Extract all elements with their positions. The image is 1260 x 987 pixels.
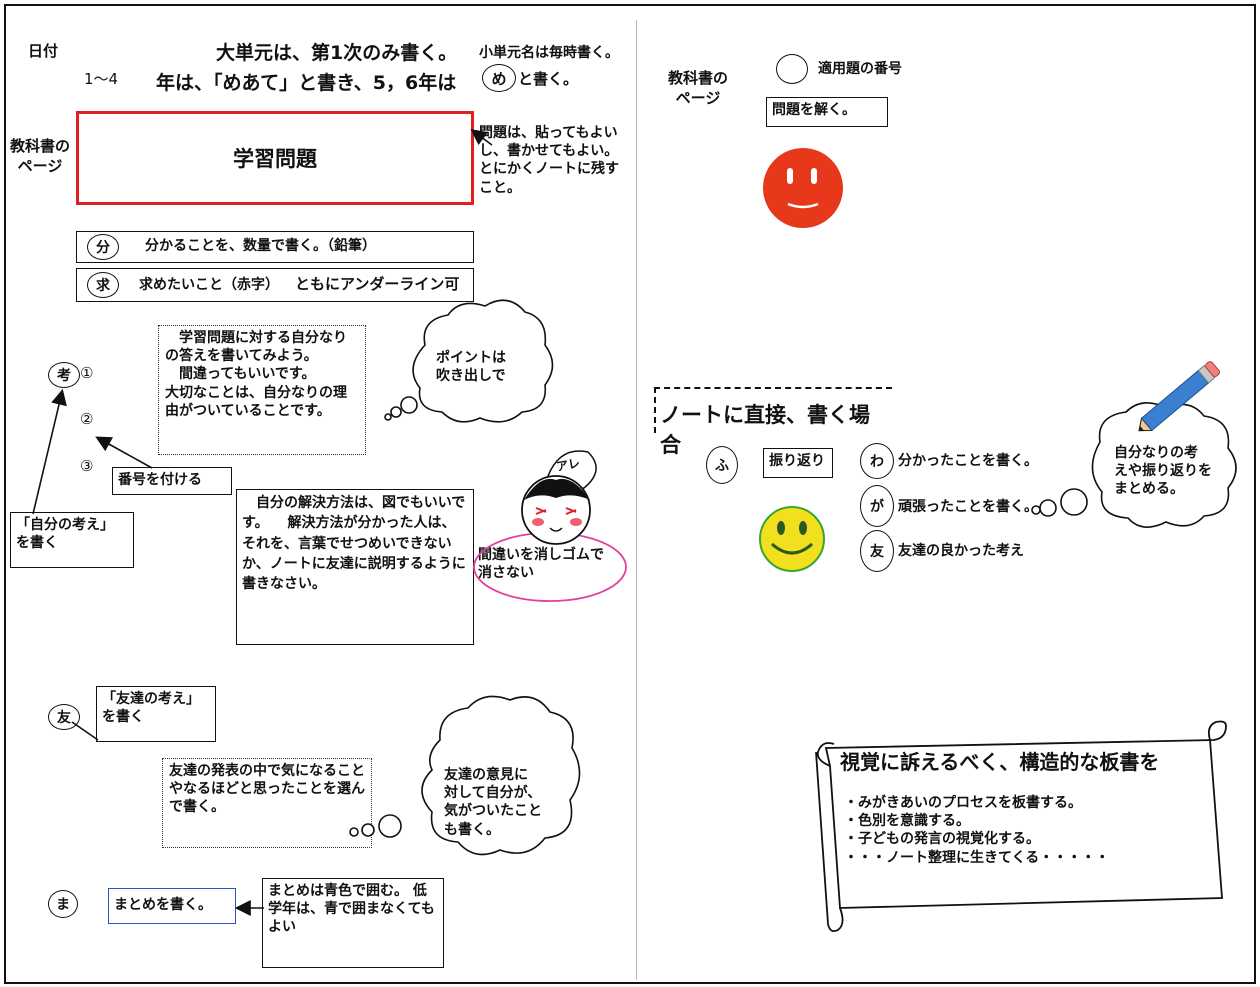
problem-box: 学習問題: [76, 111, 474, 205]
num2: ②: [80, 410, 94, 428]
friend-thought-label: 「友達の考え」 を書く: [96, 686, 216, 742]
scroll-title: 視覚に訴えるべく、構造的な板書を: [840, 750, 1160, 774]
solve-label: 問題を解く。: [766, 97, 888, 127]
kyu-text-bold: ともにアンダーライン可: [295, 275, 460, 293]
problem-title: 学習問題: [233, 147, 317, 171]
num1: ①: [80, 364, 94, 382]
scroll-item: ・色別を意識する。: [844, 813, 970, 830]
kyu-row: 求めたいこと（赤字） ともにアンダーライン可: [76, 268, 474, 302]
scroll-item: ・子どもの発言の視覚化する。: [844, 831, 1040, 848]
bun-text: 分かることを、数量で書く。（鉛筆）: [145, 238, 376, 254]
textbook-page-label: 教科書の ページ: [9, 137, 70, 175]
friend-cloud-text: 友達の意見に 対して自分が、 気がついたこと も書く。: [444, 767, 542, 838]
summary-note: まとめは青色で囲む。 低学年は、青で囲まなくてもよい: [262, 878, 444, 968]
ko-mark: 考: [48, 362, 80, 388]
tomo-mark-left: 友: [48, 704, 80, 730]
scroll-list: ・みがきあいのプロセスを板書する。 ・色別を意識する。 ・子どもの発言の視覚化す…: [844, 794, 1109, 867]
scroll-item: ・・・ノート整理に生きてくる・・・・・: [844, 849, 1110, 866]
bun-mark: 分: [87, 234, 119, 260]
date-label: 日付: [28, 42, 59, 60]
page-divider: [636, 20, 637, 980]
self-cloud-text: 自分なりの考 えや振り返りを まとめる。: [1114, 445, 1212, 498]
apply-circle: [776, 54, 808, 84]
reflection-label: 振り返り: [763, 448, 833, 478]
ma-mark: ま: [48, 890, 78, 918]
header-line1: 大単元は、第1次のみ書く。: [216, 42, 458, 64]
eraser-note: 間違いを消しゴムで 消さない: [478, 547, 604, 582]
header-line2: 年は、「めあて」と書き、5，6年は: [156, 72, 457, 94]
friend-note: 友達の発表の中で気になることやなるほどと思ったことを選んで書く。: [162, 758, 372, 848]
ga-text: 頑張ったことを書く。: [898, 499, 1038, 515]
tomo-text: 友達の良かった考え: [898, 543, 1024, 559]
own-thought-label: 「自分の考え」 を書く: [10, 512, 134, 568]
textbook-page-label-right: 教科書の ページ: [667, 69, 728, 107]
problem-note: 問題は、貼ってもよいし、書かせてもよい。 とにかくノートに残すこと。: [479, 125, 619, 196]
kyu-mark: 求: [87, 272, 119, 298]
kyu-text: 求めたいこと（赤字）: [139, 277, 279, 293]
wa-text: 分かったことを書く。: [898, 453, 1038, 469]
wa-mark: わ: [860, 443, 894, 479]
direct-heading: ノートに直接、書く場合: [654, 387, 892, 457]
grade-range: 1～4: [84, 70, 119, 88]
ga-mark: が: [860, 485, 894, 527]
apply-label: 適用題の番号: [818, 61, 902, 77]
number-label: 番号を付ける: [112, 467, 232, 495]
fu-mark: ふ: [706, 446, 738, 484]
scroll-item: ・みがきあいのプロセスを板書する。: [844, 795, 1082, 811]
point-cloud-text: ポイントは 吹き出しで: [436, 350, 506, 385]
num3: ③: [80, 457, 94, 475]
me-mark: め: [482, 64, 516, 92]
summary-label: まとめを書く。: [108, 888, 236, 924]
header-small: 小単元名は毎時書く。: [479, 45, 619, 61]
page-frame: [4, 4, 1256, 984]
bun-row: 分かることを、数量で書く。（鉛筆）: [76, 231, 474, 263]
solution-note: 自分の解決方法は、図でもいいです。 解決方法が分かった人は、それを、言葉でせつめ…: [236, 489, 474, 645]
tomo-mark-right: 友: [860, 530, 894, 572]
own-answer-note: 学習問題に対する自分なりの答えを書いてみよう。 間違ってもいいです。 大切なこと…: [158, 325, 366, 455]
header-line2-end: と書く。: [518, 70, 579, 88]
